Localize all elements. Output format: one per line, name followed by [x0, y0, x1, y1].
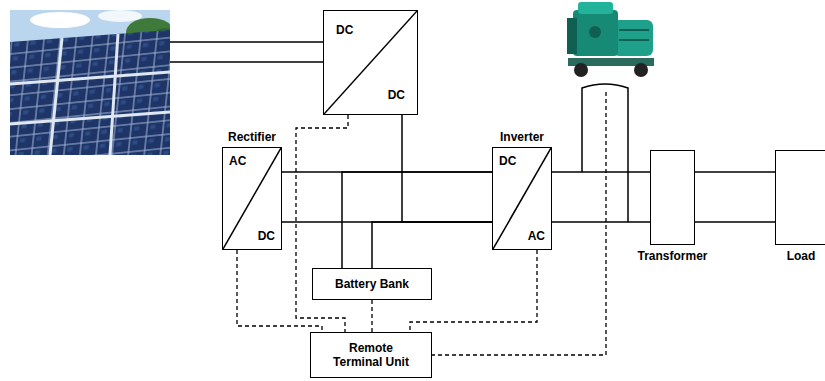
box-label: DC	[388, 88, 405, 102]
power-wire	[342, 172, 492, 268]
power-wire	[552, 221, 650, 223]
generator-detail	[619, 39, 649, 41]
box-label: DC	[336, 23, 353, 37]
power-wire	[695, 221, 775, 223]
generator-detail	[619, 29, 649, 31]
box-label: DC	[258, 229, 275, 243]
converter-diagonal	[223, 148, 281, 249]
generator-radiator	[567, 18, 577, 54]
solar-panel-photo	[10, 10, 170, 155]
panel-wires	[170, 42, 323, 62]
box-label: Remote Terminal Unit	[327, 341, 415, 370]
cloud	[98, 10, 142, 22]
rtu-box: Remote Terminal Unit	[310, 332, 432, 378]
generator-alternator	[613, 20, 653, 56]
power-wire	[402, 115, 492, 222]
solar-cells	[10, 30, 170, 155]
box-label: AC	[528, 229, 545, 243]
panel-frame	[10, 72, 170, 84]
generator-detail	[589, 26, 601, 38]
box-heading: Transformer	[637, 249, 707, 263]
control-line	[237, 250, 322, 332]
generator-wheel	[634, 63, 648, 77]
control-line	[371, 300, 372, 332]
generator-control-line	[432, 92, 606, 355]
battery-box: Battery Bank	[312, 268, 432, 300]
power-wire	[695, 171, 775, 173]
transformer-box: Transformer	[650, 150, 695, 245]
rectifier-box: RectifierACDC	[222, 147, 282, 250]
converter-box: DC DC	[323, 10, 418, 115]
box-label: DC	[499, 154, 516, 168]
panel-frame	[50, 38, 62, 155]
panel-wire	[170, 61, 323, 63]
box-label: AC	[229, 154, 246, 168]
diesel-generator	[567, 2, 654, 77]
load-box: Load	[775, 150, 825, 245]
box-heading: Rectifier	[228, 130, 276, 144]
generator-engine	[573, 10, 618, 56]
inverter-box: InverterDCAC	[492, 147, 552, 250]
power-wire	[372, 222, 492, 268]
box-heading: Load	[787, 249, 816, 263]
converter-diagonal	[493, 148, 551, 249]
generator-wire	[582, 84, 628, 222]
box-label: Battery Bank	[335, 277, 409, 291]
panel-frame	[110, 34, 118, 155]
converter-diagonal	[324, 11, 417, 114]
panel-wire	[170, 41, 323, 43]
panel-frame	[10, 112, 170, 124]
generator-wheel	[574, 63, 588, 77]
box-heading: Inverter	[500, 130, 544, 144]
cloud	[30, 12, 90, 28]
generator-cover	[578, 2, 613, 14]
power-wire	[552, 171, 650, 173]
